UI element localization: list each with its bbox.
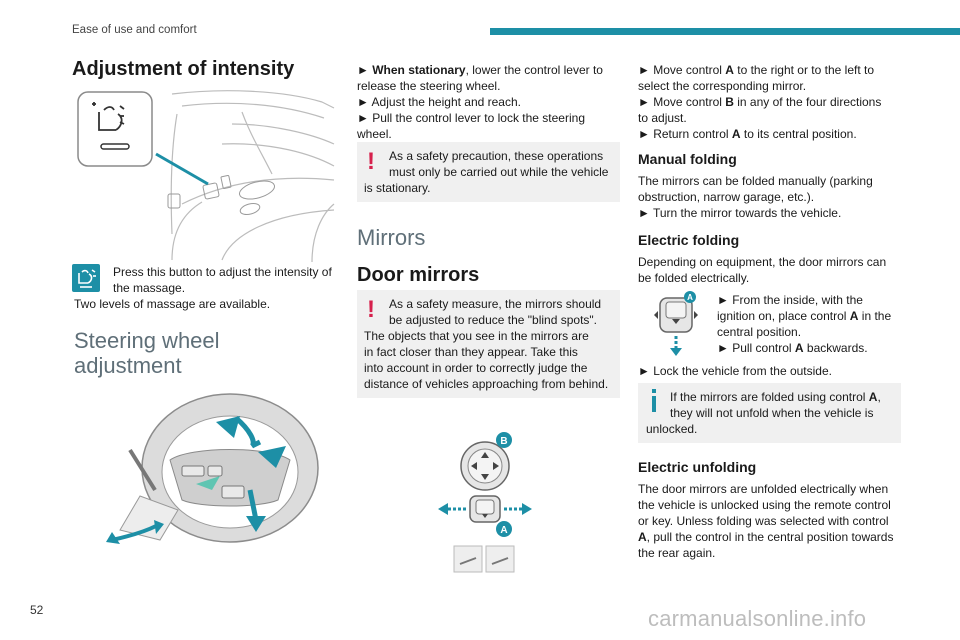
elfold-step-2: ignition on, place control A in the (717, 308, 891, 324)
control-a-ref: A (849, 309, 859, 323)
manual-line-2: obstruction, narrow garage, etc.). (638, 190, 815, 204)
mirror-step-1-pre: ► Move control (638, 63, 726, 77)
control-a-ref: A (794, 341, 804, 355)
elfold-step-4: ► Pull control A backwards. (717, 340, 868, 356)
elfold-step-2-text: ignition on, place control (717, 309, 847, 323)
info-line-3: unlocked. (646, 422, 698, 436)
warning-exclamation-icon: ! (367, 148, 375, 175)
warning-2-line-4: in fact closer than they appear. Take th… (364, 345, 578, 359)
warning-exclamation-icon: ! (367, 296, 375, 323)
control-a-ref: A (868, 390, 878, 404)
steering-step-1b: release the steering wheel. (357, 79, 501, 93)
mirror-step-3-pre: ► Return control (638, 127, 732, 141)
info-line-1-post: , (877, 390, 881, 404)
massage-text-3: Two levels of massage are available. (74, 297, 271, 311)
mirror-control-icon: A (654, 291, 698, 356)
mirror-control-illustration: B A (438, 432, 532, 573)
steering-wheel-illustration (106, 393, 319, 544)
steering-step-1: ► When stationary, lower the control lev… (357, 63, 603, 77)
info-line-2: they will not unfold when the vehicle is (670, 406, 874, 420)
mirror-step-2: ► Move control B in any of the four dire… (638, 94, 881, 110)
heading-electric-folding: Electric folding (638, 232, 740, 248)
page-number: 52 (30, 603, 44, 617)
unfold-line-3: or key. Unless folding was selected with… (638, 514, 889, 528)
manual-line-3: ► Turn the mirror towards the vehicle. (638, 206, 842, 220)
massage-seat-icon (72, 264, 100, 292)
when-stationary: When stationary (372, 63, 466, 77)
mirror-step-1-post: to the right or to the left to (733, 63, 875, 77)
heading-manual-folding: Manual folding (638, 151, 737, 167)
warning-2-line-3: The objects that you see in the mirrors … (364, 329, 589, 343)
warning-2-line-5: into account in order to correctly judge… (364, 361, 588, 375)
label-b: B (500, 436, 507, 447)
elfold-step-3: central position. (717, 325, 802, 339)
header-accent-bar (490, 28, 960, 35)
unfold-line-4-post: , pull the control in the central positi… (646, 530, 894, 544)
mirror-step-3-post: to its central position. (740, 127, 857, 141)
control-a-ref: A (638, 530, 647, 544)
massage-text-1: Press this button to adjust the intensit… (113, 265, 332, 279)
label-a: A (500, 525, 507, 536)
unfold-line-2: the vehicle is unlocked using the remote… (638, 498, 891, 512)
massage-text-2: the massage. (113, 281, 186, 295)
warning-1-line-2: must only be carried out while the vehic… (389, 165, 609, 179)
elfold-step-2-post: in the (858, 309, 892, 323)
icon-label-a: A (687, 293, 693, 302)
heading-mirrors: Mirrors (357, 225, 426, 250)
steering-step-3: ► Pull the control lever to lock the ste… (357, 111, 585, 125)
elfold-step-4-post: backwards. (803, 341, 868, 355)
mirror-step-3: ► Return control A to its central positi… (638, 126, 857, 142)
running-header: Ease of use and comfort (72, 24, 197, 36)
info-box-folding (638, 383, 901, 443)
control-a-ref: A (731, 127, 741, 141)
heading-steering-wheel-1: Steering wheel (74, 328, 220, 353)
info-line-1: If the mirrors are folded using control … (670, 389, 881, 405)
unfold-line-1: The door mirrors are unfolded electrical… (638, 482, 889, 496)
steering-step-2: ► Adjust the height and reach. (357, 95, 521, 109)
elfold-line-1: Depending on equipment, the door mirrors… (638, 255, 887, 269)
elfold-lock: ► Lock the vehicle from the outside. (638, 364, 832, 378)
steering-step-3b: wheel. (357, 127, 392, 141)
control-b-ref: B (725, 95, 734, 109)
control-a-ref: A (725, 63, 734, 77)
info-icon (652, 389, 656, 413)
warning-1-line-3: is stationary. (364, 181, 431, 195)
heading-electric-unfolding: Electric unfolding (638, 459, 757, 475)
heading-door-mirrors: Door mirrors (357, 264, 480, 286)
seat-massage-illustration (77, 90, 335, 262)
warning-2-line-2: be adjusted to reduce the "blind spots". (389, 313, 597, 327)
elfold-step-1: ► From the inside, with the (717, 293, 863, 307)
manual-line-1: The mirrors can be folded manually (park… (638, 174, 873, 188)
elfold-line-2: be folded electrically. (638, 271, 750, 285)
mirror-step-2-pre: ► Move control (638, 95, 726, 109)
warning-1-line-1: As a safety precaution, these operations (389, 149, 604, 163)
warning-box-blind-spots (357, 290, 620, 398)
watermark: carmanualsonline.info (648, 606, 867, 631)
unfold-line-5: the rear again. (638, 546, 716, 560)
mirror-step-1: ► Move control A to the right or to the … (638, 62, 904, 78)
mirror-step-2-post: in any of the four directions (733, 95, 882, 109)
warning-box-safety (357, 142, 620, 202)
warning-2-line-1: As a safety measure, the mirrors should (389, 297, 602, 311)
info-line-1-pre: If the mirrors are folded using control (670, 390, 869, 404)
elfold-step-4-pre: ► Pull control (717, 341, 795, 355)
unfold-line-4: A, pull the control in the central posit… (638, 529, 893, 545)
mirror-step-2b: to adjust. (638, 111, 687, 125)
warning-2-line-6: distance of vehicles approaching from be… (364, 377, 609, 391)
heading-adjustment-intensity: Adjustment of intensity (72, 58, 295, 80)
steering-step-1-rest: , lower the control lever to (465, 63, 603, 77)
heading-steering-wheel-2: adjustment (74, 353, 182, 378)
mirror-step-1b: select the corresponding mirror. (638, 79, 807, 93)
